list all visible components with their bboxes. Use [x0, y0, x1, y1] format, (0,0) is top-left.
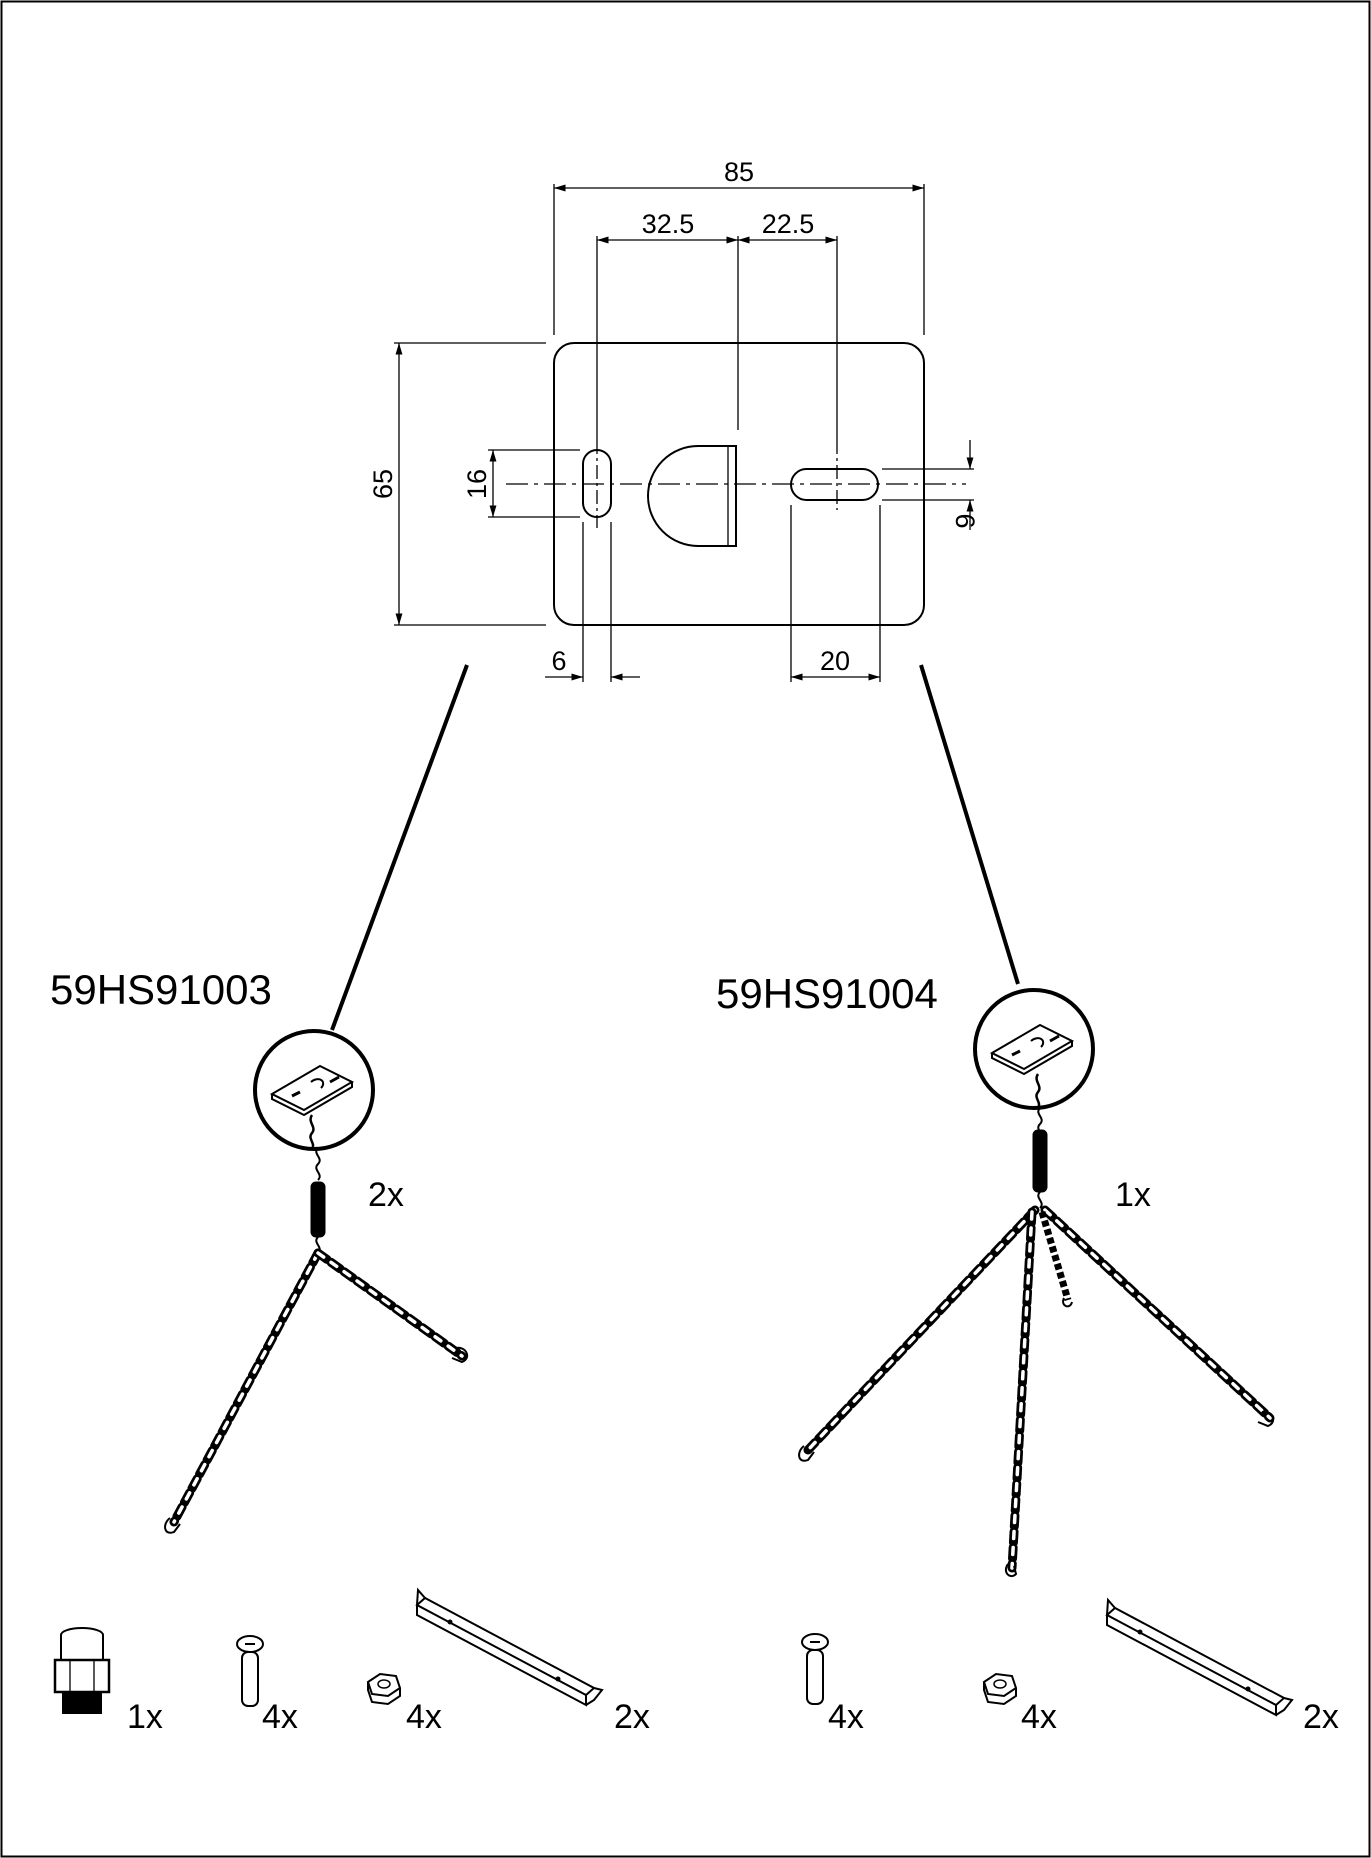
bracket-icon — [1105, 1597, 1294, 1717]
chain-assembly-left — [164, 1147, 469, 1534]
nut-icon — [366, 1672, 402, 1706]
leader-line-left — [330, 664, 469, 1031]
dimension-slot-height: 16 — [462, 469, 492, 499]
keyhole-cutout — [647, 445, 737, 547]
dimension-overall-width: 85 — [724, 157, 754, 187]
mounting-plate-drawing: 85 32.5 22.5 65 16 6 6 20 — [368, 157, 980, 682]
dimension-slot-width: 6 — [551, 646, 566, 676]
turnbuckle-right — [1032, 1129, 1048, 1193]
qty-bolt-left: 4x — [262, 1698, 298, 1736]
dimension-left-offset: 32.5 — [642, 209, 695, 239]
qty-bracket-right: 2x — [1303, 1698, 1339, 1736]
bolt-icon — [801, 1633, 829, 1705]
chain-assembly-right — [798, 1107, 1275, 1578]
plate-detail-icon — [269, 1064, 355, 1150]
leader-line-right — [919, 664, 1020, 985]
dimension-right-offset: 22.5 — [762, 209, 815, 239]
turnbuckle-left — [310, 1181, 326, 1238]
bracket-icon — [415, 1587, 604, 1707]
chain-qty-left: 2x — [368, 1176, 404, 1214]
kit-code-right: 59HS91004 — [716, 970, 938, 1017]
dimension-height: 65 — [368, 469, 398, 499]
bolt-icon — [236, 1635, 264, 1707]
kit-code-left: 59HS91003 — [50, 966, 272, 1013]
qty-nut-left: 4x — [406, 1698, 442, 1736]
plate-detail-icon — [989, 1023, 1075, 1109]
detail-circle-left — [253, 1029, 375, 1151]
cable-gland-icon — [53, 1627, 111, 1714]
qty-cable-gland: 1x — [127, 1698, 163, 1736]
qty-bracket-left: 2x — [614, 1698, 650, 1736]
dimension-slot-width-right: 6 — [950, 513, 980, 528]
dimension-slot-length: 20 — [820, 646, 850, 676]
detail-circle-right — [973, 988, 1095, 1110]
nut-icon — [982, 1672, 1018, 1706]
chain-qty-right: 1x — [1115, 1176, 1151, 1214]
qty-nut-right: 4x — [1021, 1698, 1057, 1736]
qty-bolt-right: 4x — [828, 1698, 864, 1736]
